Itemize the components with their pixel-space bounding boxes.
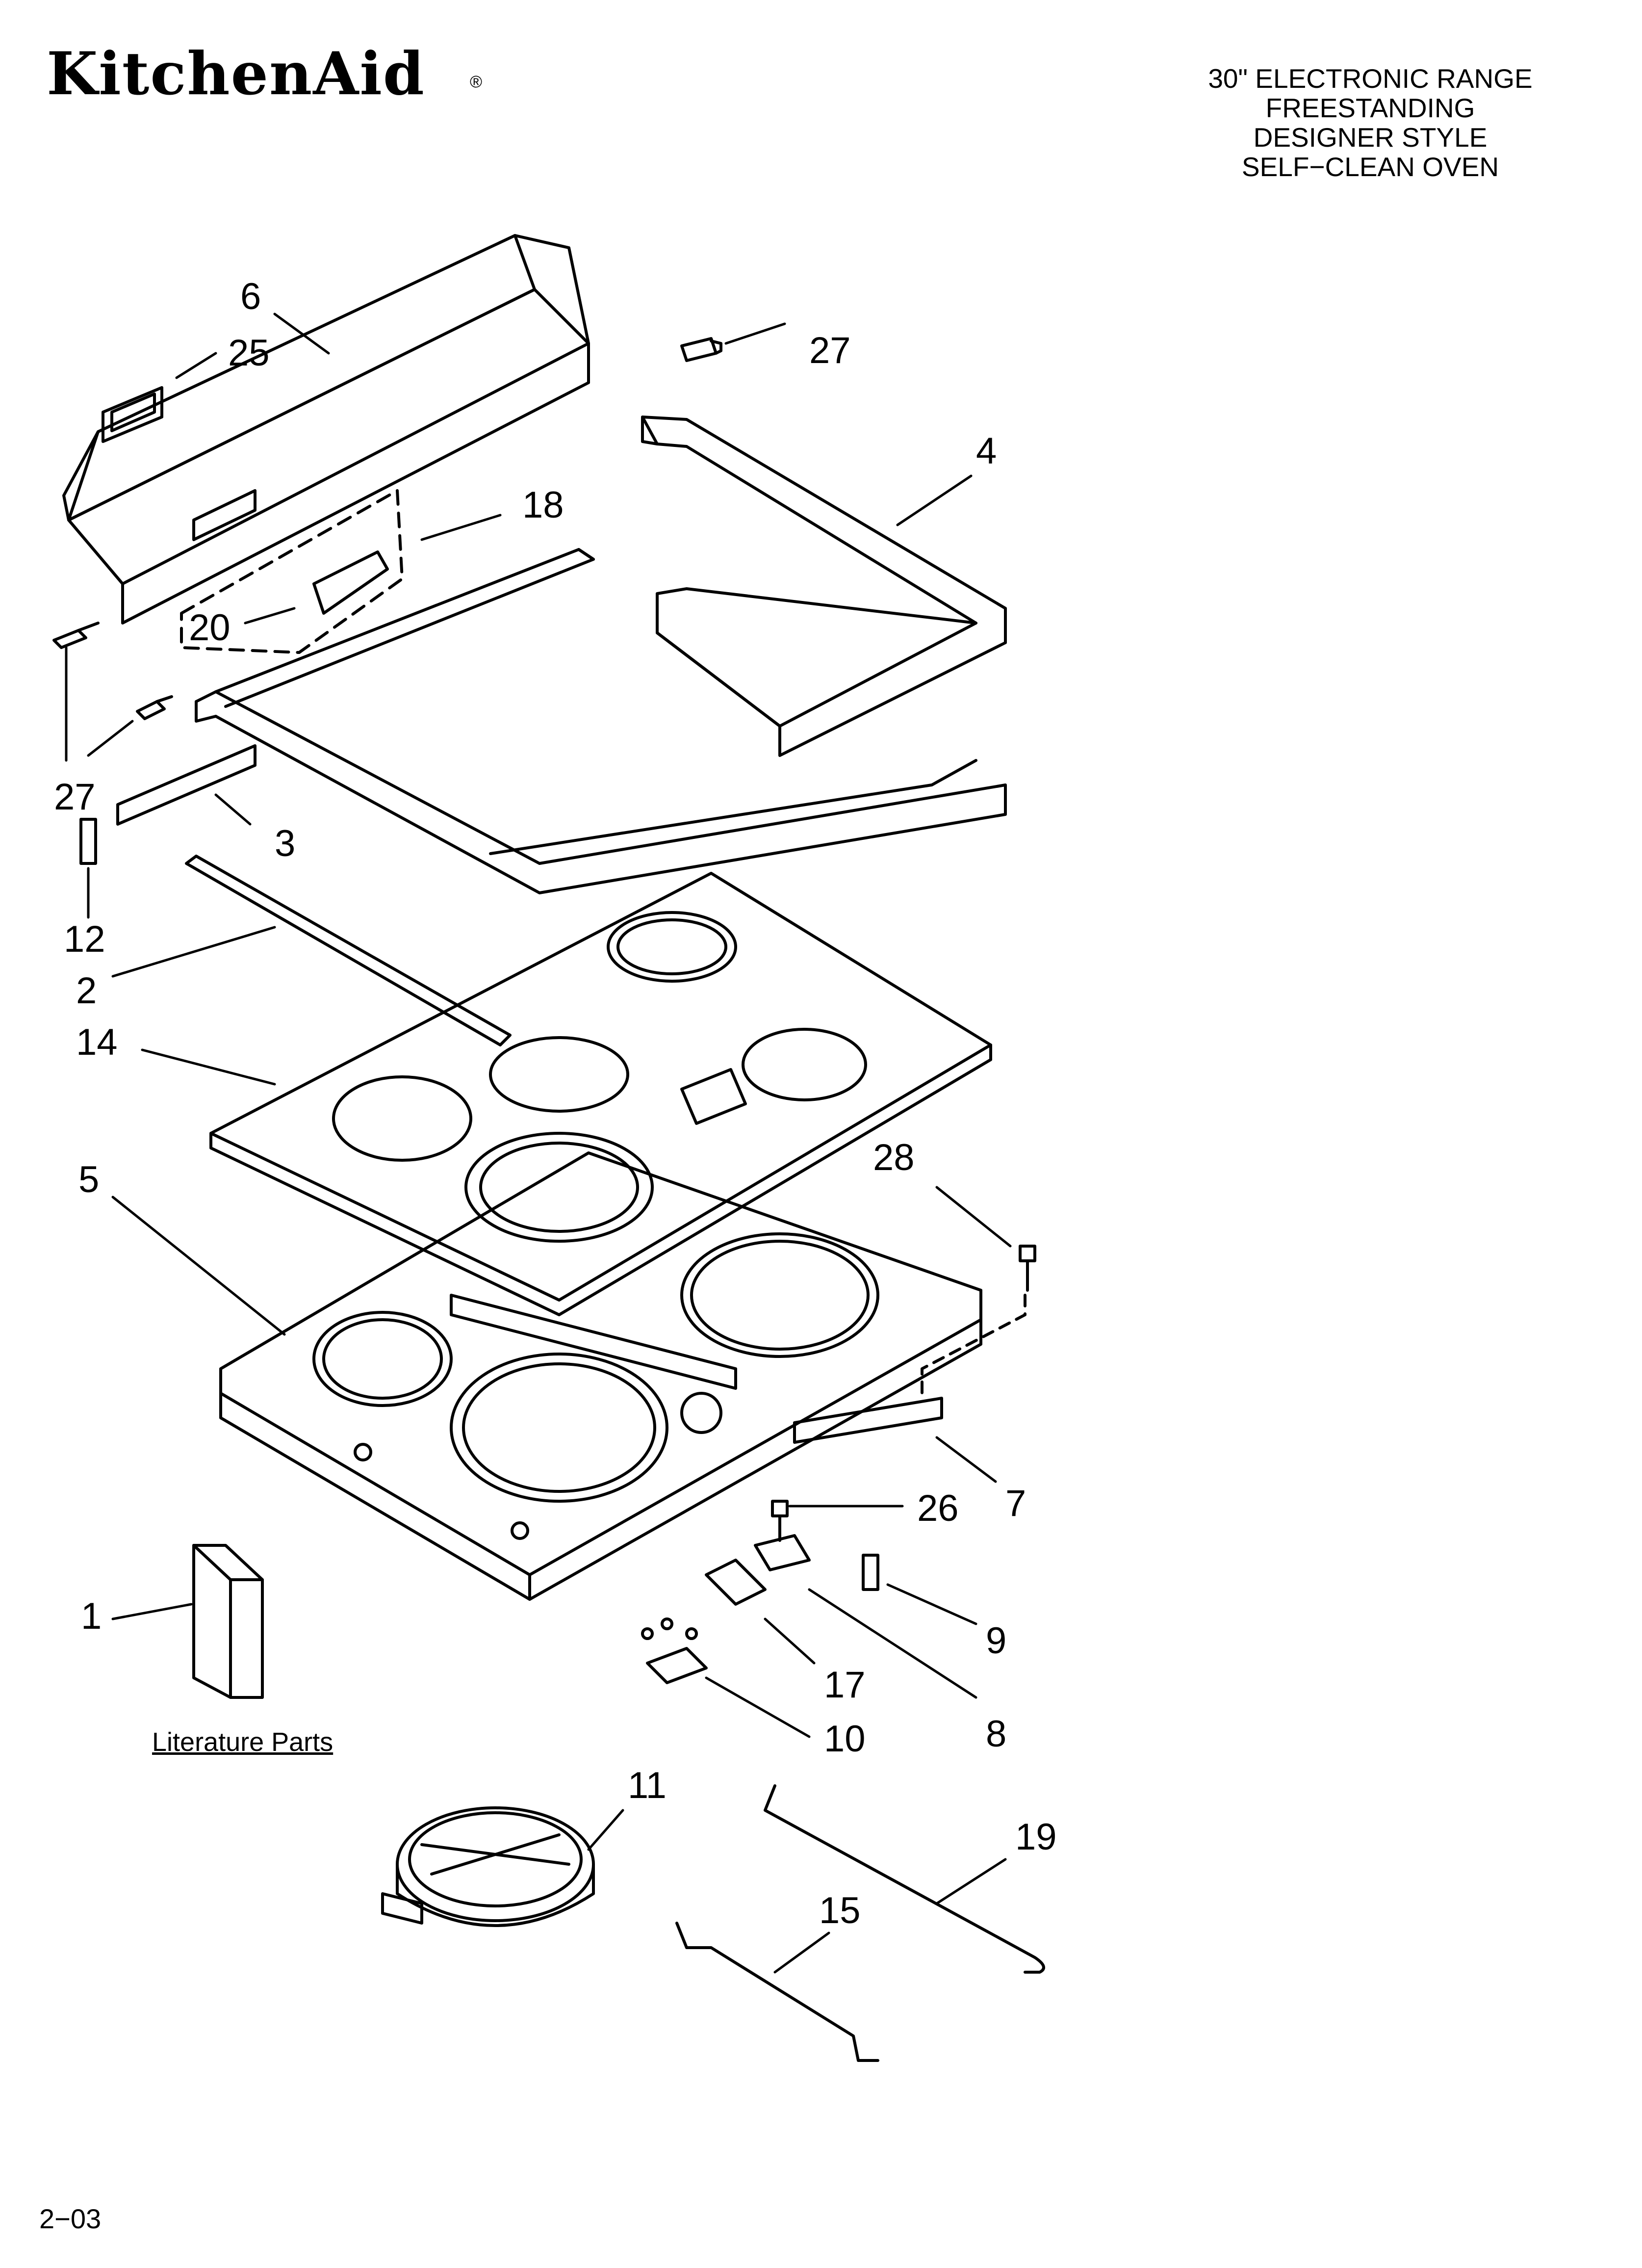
callout-4: 4	[976, 430, 997, 472]
callout-28: 28	[873, 1137, 915, 1178]
leader-28	[935, 1186, 1012, 1248]
leader-15	[773, 1931, 830, 1974]
callout-6: 6	[240, 276, 261, 317]
model-description: 30" ELECTRONIC RANGE FREESTANDING DESIGN…	[1150, 64, 1591, 182]
leader-20	[244, 607, 296, 625]
bolt-9	[862, 1554, 879, 1591]
leader-25	[175, 352, 217, 379]
callout-27-top: 27	[809, 330, 851, 371]
main-top-panel	[219, 1151, 982, 1601]
control-module-part	[312, 550, 389, 615]
brand-name: KitchenAid	[47, 39, 425, 108]
leader-11	[587, 1809, 624, 1851]
title-line-1: 30" ELECTRONIC RANGE	[1208, 63, 1533, 94]
screw-27-left	[52, 622, 100, 649]
revision-date-code: 2−03	[39, 2203, 102, 2234]
leader-19	[935, 1858, 1007, 1905]
callout-12: 12	[64, 918, 105, 960]
side-bracket	[793, 1397, 943, 1444]
leader-1	[111, 1603, 193, 1620]
callout-25: 25	[228, 332, 270, 374]
nameplate-badge	[102, 386, 163, 443]
leader-6	[273, 313, 330, 355]
callout-26: 26	[917, 1487, 959, 1529]
radiant-element	[381, 1806, 595, 1927]
literature-parts-label: Literature Parts	[152, 1727, 334, 1757]
callout-9: 9	[986, 1620, 1006, 1662]
callout-2: 2	[76, 970, 97, 1012]
screw-guideline	[921, 1294, 1026, 1395]
cooktop-gasket	[185, 855, 512, 1046]
callout-8: 8	[986, 1713, 1006, 1755]
screw-26	[771, 1500, 789, 1542]
leader-27a	[724, 322, 786, 345]
callout-11: 11	[628, 1765, 667, 1806]
brand-logo: KitchenAid	[47, 39, 425, 108]
leader-2	[111, 926, 276, 978]
leader-27c	[87, 720, 134, 757]
rod-19	[764, 1784, 1045, 1974]
registered-mark: ®	[470, 73, 483, 91]
clip-17	[705, 1559, 767, 1606]
screw-28	[1019, 1245, 1036, 1292]
ceramic-cooktop	[209, 872, 992, 1316]
side-trim-strip	[116, 744, 257, 826]
leader-4	[896, 474, 973, 526]
callout-17: 17	[824, 1664, 866, 1706]
leader-5	[111, 1196, 286, 1336]
title-line-3: DESIGNER STYLE	[1253, 122, 1488, 153]
leader-7	[935, 1436, 997, 1483]
callout-7: 7	[1005, 1483, 1026, 1524]
callout-18: 18	[522, 484, 564, 526]
leader-3	[214, 793, 252, 826]
callout-14: 14	[76, 1021, 118, 1063]
callout-5: 5	[78, 1159, 99, 1200]
title-line-4: SELF−CLEAN OVEN	[1241, 152, 1499, 182]
screw-27-mid	[136, 695, 173, 720]
backguard-panel	[62, 234, 590, 625]
callout-15: 15	[819, 1890, 861, 1931]
callout-1: 1	[81, 1595, 102, 1637]
leader-8	[808, 1588, 977, 1699]
leader-9	[886, 1583, 977, 1625]
leader-17	[764, 1617, 816, 1665]
screw-27-top	[680, 337, 722, 362]
callout-19: 19	[1015, 1816, 1057, 1858]
control-module-outline	[180, 489, 404, 654]
front-trim-frame	[195, 548, 1007, 894]
leader-14	[141, 1048, 276, 1086]
clip-8	[754, 1534, 811, 1571]
callout-3: 3	[275, 823, 295, 864]
callout-10: 10	[824, 1718, 866, 1760]
rear-trim-frame	[641, 416, 1007, 757]
title-line-2: FREESTANDING	[1265, 93, 1475, 123]
rod-15	[675, 1922, 879, 2062]
leader-18	[420, 514, 502, 541]
callout-20: 20	[189, 607, 231, 649]
literature-booklet	[192, 1544, 232, 1699]
trim-strip-12	[79, 818, 97, 865]
callout-27-left: 27	[54, 776, 96, 818]
leader-10	[705, 1676, 811, 1738]
terminal-block	[641, 1617, 708, 1684]
